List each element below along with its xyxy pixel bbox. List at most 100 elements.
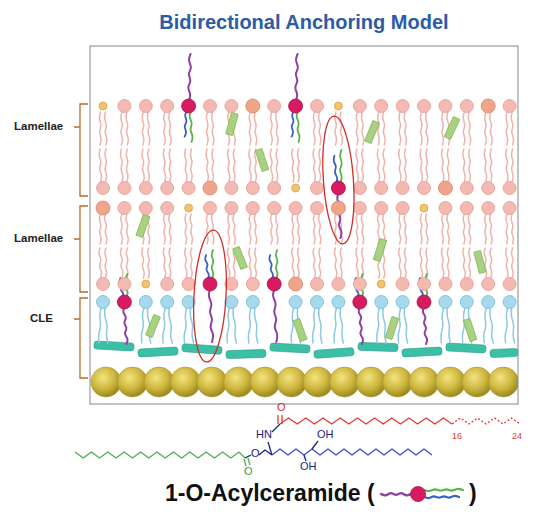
envelope-protein — [270, 343, 310, 353]
ceramide-tail — [205, 255, 209, 279]
fatty-acid-chain — [280, 418, 452, 424]
lipid-head — [246, 99, 260, 113]
lipid-head — [161, 202, 174, 215]
lipid-head — [246, 278, 259, 291]
cholesterol — [385, 316, 398, 339]
chain-extension — [452, 418, 520, 424]
acylceramide-heads — [117, 99, 431, 309]
lipid-tail — [469, 248, 471, 278]
lipid-head — [246, 202, 259, 215]
lipid-head — [292, 184, 300, 192]
lipid-tail — [292, 149, 294, 182]
lipid-tail — [511, 214, 513, 244]
lipid-tail — [271, 112, 273, 145]
lipid-head — [97, 296, 110, 309]
lipid-head — [460, 202, 473, 215]
lipid-tail — [249, 112, 251, 145]
lipid-tail — [356, 248, 358, 278]
lipid-tail — [227, 248, 229, 278]
envelope-tail — [227, 308, 229, 343]
envelope-tail — [511, 308, 514, 343]
ceramide-tail — [334, 156, 338, 183]
envelope-tail — [319, 308, 322, 343]
lipid-tail — [190, 214, 192, 244]
lipid-tail — [206, 149, 208, 182]
lipid-head — [420, 204, 428, 212]
lipid-tail — [399, 248, 401, 278]
layer-bracket — [74, 206, 88, 292]
lipid-head — [185, 204, 193, 212]
cholesterol — [146, 314, 161, 337]
lipid-tail — [105, 112, 107, 145]
chemical-bond — [272, 424, 280, 432]
lipid-tail — [276, 214, 278, 244]
lipid-head — [225, 296, 238, 309]
lipid-tail — [163, 248, 165, 278]
lipid-tail — [206, 112, 208, 145]
lipid-head — [375, 296, 388, 309]
lipid-tail — [319, 149, 321, 182]
acyl-tail — [212, 250, 214, 279]
acylceramide-head — [203, 277, 217, 291]
lipid-tail — [447, 214, 449, 244]
envelope-tail — [163, 308, 165, 343]
carbon-number: 24 — [512, 432, 522, 441]
envelope-protein — [314, 348, 354, 359]
lipid-tail — [485, 112, 487, 145]
corneocyte-sphere — [250, 367, 280, 397]
cholesterol — [365, 120, 380, 143]
lipid-tail — [292, 214, 294, 244]
lipid-tail — [506, 112, 508, 145]
corneocyte-sphere — [462, 367, 492, 397]
lipid-tail — [404, 112, 406, 145]
ceramide-tail — [185, 111, 187, 137]
lipid-tail — [512, 149, 514, 182]
lipid-tail — [142, 248, 144, 278]
cholesterol — [255, 148, 268, 171]
layer-label: Lamellae — [14, 121, 63, 133]
cholesterol-group — [136, 112, 486, 341]
lipid-tail — [120, 149, 122, 182]
lipid-tail — [426, 214, 428, 244]
lipid-tail — [361, 112, 363, 145]
lipid-tail — [447, 248, 449, 278]
lipid-tail — [99, 112, 101, 145]
acyl-tail — [297, 111, 300, 142]
corneocyte-sphere — [118, 367, 148, 397]
lipid-tail — [313, 149, 315, 182]
ceramide-tail — [292, 111, 294, 137]
corneocyte-sphere — [277, 367, 307, 397]
lipid-tail — [340, 112, 342, 145]
lipid-head — [142, 280, 150, 288]
acyl-tail — [424, 489, 463, 491]
lipid-illustration — [91, 54, 518, 397]
envelope-tail — [141, 308, 143, 343]
lipid-tail — [442, 112, 444, 145]
lipid-tail — [292, 248, 294, 278]
acylceramide-head — [417, 295, 431, 309]
envelope-tail — [248, 308, 250, 343]
lipid-tail — [163, 149, 165, 182]
lipid-tail — [506, 214, 508, 244]
lipid-tail — [169, 112, 171, 145]
lipid-tail — [249, 214, 251, 244]
lipid-tail — [405, 248, 407, 278]
atom-label: OH — [317, 429, 334, 440]
lipid-head — [396, 202, 409, 215]
carbon-number: 16 — [452, 432, 462, 441]
envelope-tail — [291, 308, 293, 343]
lipid-head — [161, 100, 174, 113]
envelope-tail — [233, 308, 236, 343]
lipid-tail — [99, 248, 101, 278]
lipid-tail — [484, 248, 486, 278]
cholesterol — [233, 246, 248, 269]
lipid-head — [289, 277, 303, 291]
molecule-name: 1-O-Acylceramide ( — [165, 482, 375, 505]
envelope-tail — [334, 308, 336, 343]
atom-label: OH — [300, 461, 317, 472]
lipid-head — [439, 296, 452, 309]
corneocyte-sphere — [171, 367, 201, 397]
envelope-protein — [402, 347, 442, 357]
omega-tail — [273, 289, 277, 342]
lipid-head — [139, 182, 152, 195]
